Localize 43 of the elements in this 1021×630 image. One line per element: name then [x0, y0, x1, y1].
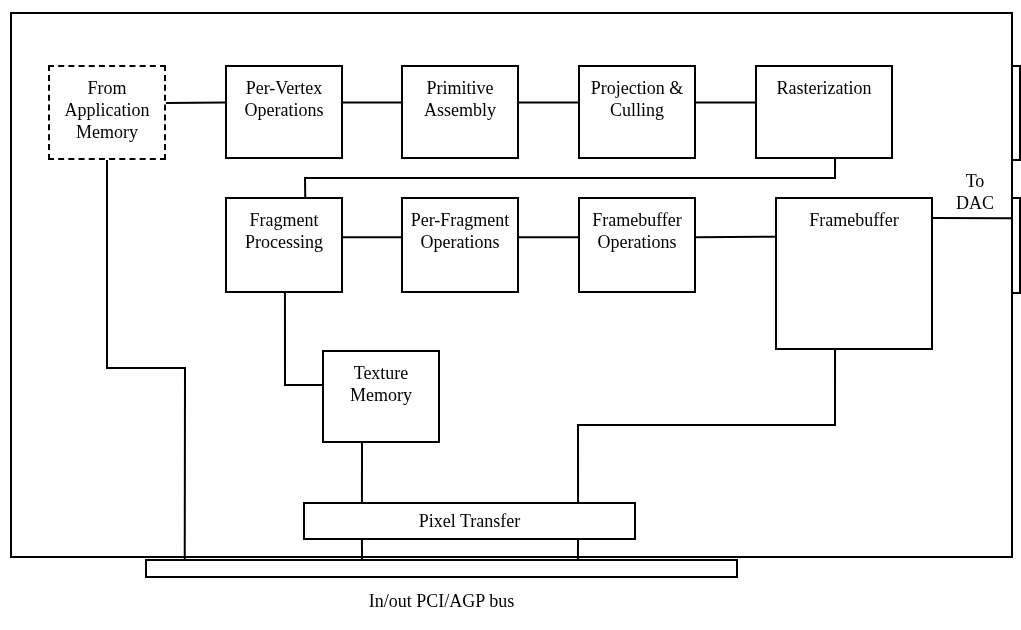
box-label: Rasterization [776, 77, 872, 99]
process-box [322, 350, 440, 443]
connector-line [518, 236, 579, 239]
partial-box [1011, 197, 1021, 294]
process-box [755, 65, 893, 159]
process-box [225, 65, 343, 159]
connector-line [577, 349, 837, 503]
bus-label: In/out PCI/AGP bus [367, 590, 516, 612]
connector-line [342, 101, 402, 104]
process-box [401, 65, 519, 159]
connector-line [106, 159, 186, 560]
process-box [48, 65, 166, 160]
process-box [578, 65, 696, 159]
bus-bar [145, 559, 738, 578]
board-frame [10, 12, 1013, 558]
process-box [775, 197, 933, 350]
connector-line [283, 292, 323, 386]
box-label: Per-Vertex Operations [243, 77, 325, 121]
partial-box [1011, 65, 1021, 161]
connector-line [360, 442, 363, 503]
edge-label: To DAC [955, 170, 995, 214]
box-label: From Application Memory [63, 77, 151, 143]
box-label: Projection & Culling [589, 77, 685, 121]
connector-line [342, 236, 402, 239]
connector-line [695, 101, 756, 104]
box-label: Fragment Processing [244, 209, 324, 253]
connector-line [695, 235, 776, 239]
box-label: Primitive Assembly [423, 77, 497, 121]
box-label: Texture Memory [349, 362, 413, 406]
box-label: Per-Fragment Operations [409, 209, 511, 253]
connector-line [576, 539, 580, 560]
box-label: Framebuffer Operations [591, 209, 683, 253]
connector-line [360, 539, 364, 560]
connector-line [932, 216, 1012, 220]
box-label: Pixel Transfer [418, 510, 521, 532]
process-box [401, 197, 519, 293]
process-box [303, 502, 636, 540]
connector-line [518, 101, 579, 104]
process-box [225, 197, 343, 293]
process-box [578, 197, 696, 293]
box-label: Framebuffer [809, 209, 899, 231]
connector-line [304, 158, 837, 198]
connector-line [165, 101, 226, 104]
